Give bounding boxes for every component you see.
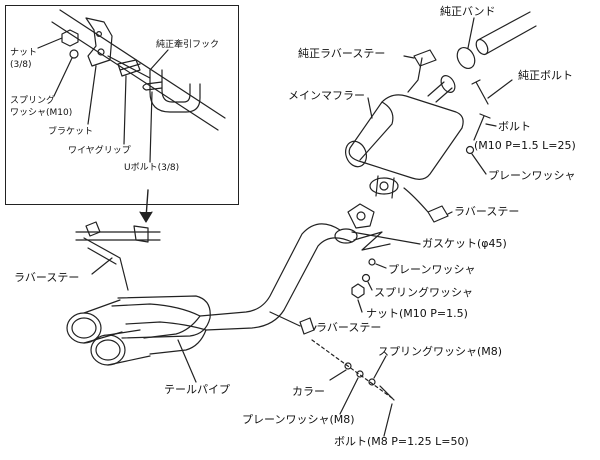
label-spring-washer-line2: ワッシャ(M10) [10,108,73,118]
right-stay-leader [447,211,453,215]
inset-nut [61,29,79,47]
upper-washer-leader [471,153,487,175]
left-hanger-bar [75,231,161,241]
label-bolt-upper-spec: (M10 P=1.5 L=25) [474,139,576,152]
inset-bracket-hole [97,48,105,56]
label-nut: ナット [10,48,38,58]
tail-pipe-assembly [66,223,358,366]
inset-leader-spring [53,57,73,97]
label-stock-rubber-stay: 純正ラバーステー [298,47,386,60]
stock-band-leader [467,17,475,49]
inset-spring-washer [69,49,79,59]
collar-part [344,362,352,370]
inset-bracket-plate [85,17,113,67]
mid-nut [351,283,365,299]
inset-leader-bracket [87,65,97,125]
label-plain-washer-mid: プレーンワッシャ [388,263,476,276]
upper-bolt-leader [485,123,497,127]
hanger-bracket [133,225,149,243]
inset-bracket-hole-2 [95,31,102,38]
lower-bolt-path [311,339,393,399]
inset-leader-grip [123,75,127,145]
inset-leader-hook [149,49,169,71]
label-stock-band: 純正バンド [440,5,496,18]
label-main-muffler: メインマフラー [288,89,365,102]
mid-spring-washer [361,273,371,283]
stock-band [456,46,476,70]
inset-leader-ubolt [149,91,153,163]
label-nut-mid: ナット(M10 P=1.5) [366,307,468,320]
lower-rubber-stay [269,311,315,335]
inset-hanger-rod [107,55,151,79]
label-bracket: ブラケット [48,127,94,137]
stock-bolt [471,79,489,105]
label-spring-washer-m8: スプリングワッシャ(M8) [378,345,503,358]
stock-stay-leader [403,55,415,59]
label-plain-washer-upper: プレーンワッシャ [488,169,576,182]
gasket-leader [351,231,421,245]
label-spring-washer-line1: スプリング [10,96,56,106]
label-tail-pipe: テールパイプ [164,383,230,396]
stock-exhaust-pipe [477,11,537,55]
upper-plain-washer [465,145,475,155]
m8-bolt-leader [383,403,393,437]
stock-pipe-end [475,38,489,56]
inset-callout-arrowhead [139,211,153,223]
m8-plain-washer [356,370,364,378]
mid-spring-washer-leader [367,281,373,291]
gasket-zigzag [353,231,391,251]
label-gasket: ガスケット(φ45) [422,237,507,250]
label-rubber-stay-left: ラバーステー [14,271,80,284]
label-spring-washer-mid: スプリングワッシャ [374,286,473,299]
label-u-bolt: Uボルト(3/8) [124,163,180,173]
upper-bolt [473,113,491,141]
label-bolt-upper: ボルト [498,120,531,133]
left-stay-leader [91,257,113,275]
label-wire-grip: ワイヤグリップ [68,146,131,156]
left-hanger-rod [83,237,129,291]
label-bolt-m8: ボルト(M8 P=1.25 L=50) [334,435,469,448]
m8-spring-leader [373,355,387,379]
m8-spring-washer [368,378,376,386]
label-nut-size: (3/8) [10,60,32,70]
inset-tow-hook [149,69,201,113]
stock-rubber-stay [407,49,437,93]
inset-u-bolt [142,81,163,91]
right-rubber-stay [403,187,449,223]
lower-stay-leader [313,325,317,331]
label-stock-bolt: 純正ボルト [518,69,573,82]
inset-detail [37,9,226,163]
tail-pipe-leader [177,339,197,383]
inset-leader-nut [37,37,63,49]
label-rubber-stay-right: ラバーステー [454,205,520,218]
label-collar: カラー [292,385,325,398]
gasket-part [347,203,375,229]
mid-nut-leader [357,299,363,313]
label-rubber-stay-lower: ラバーステー [316,321,382,334]
left-rubber-stay [85,221,101,237]
label-stock-tow-hook: 純正牽引フック [156,40,220,50]
collar-leader [329,369,347,381]
main-muffler [345,75,464,199]
mid-plain-washer [368,258,376,266]
stock-bolt-leader [487,79,513,99]
main-muffler-leader [367,97,373,119]
m8-washer-leader [339,377,359,415]
m8-bolt [379,385,395,401]
inset-frame [5,5,239,205]
mid-plain-washer-leader [375,263,387,269]
label-plain-washer-m8: プレーンワッシャ(M8) [242,413,355,426]
